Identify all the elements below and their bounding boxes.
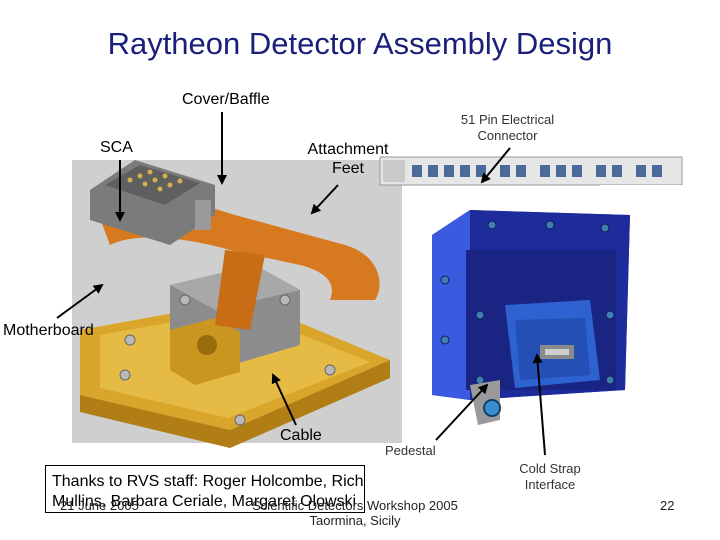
label-cold-strap-line1: Cold Strap: [519, 461, 581, 476]
acknowledgements-line1: Thanks to RVS staff: Roger Holcombe, Ric…: [52, 473, 364, 490]
cold-strap-render: [379, 156, 683, 455]
label-connector: 51 Pin Electrical Connector: [440, 112, 575, 144]
label-pedestal: Pedestal: [385, 443, 436, 458]
label-connector-line1: 51 Pin Electrical: [460, 112, 555, 127]
callout-arrows: [56, 112, 546, 456]
footer-workshop: Scientific Detectors Workshop 2005 Taorm…: [240, 498, 470, 528]
label-attachment-feet-line2: Feet: [331, 160, 364, 177]
footer-workshop-name: Scientific Detectors Workshop 2005: [252, 498, 458, 513]
acknowledgements-box: Thanks to RVS staff: Roger Holcombe, Ric…: [45, 465, 365, 513]
label-connector-line2: Connector: [477, 128, 538, 143]
detector-assembly-render: [72, 160, 402, 448]
slide-title: Raytheon Detector Assembly Design: [107, 26, 613, 61]
label-motherboard: Motherboard: [3, 322, 94, 339]
label-sca: SCA: [100, 139, 133, 156]
acknowledgements-line2: Mullins, Barbara Ceriale, Margaret Olows…: [52, 493, 357, 510]
footer-date: 21 June 2005: [60, 498, 139, 513]
label-cover-baffle: Cover/Baffle: [182, 91, 270, 108]
footer-location: Taormina, Sicily: [309, 513, 401, 528]
label-attachment-feet-line1: Attachment: [307, 141, 389, 158]
footer-page-number: 22: [660, 498, 675, 513]
label-cold-strap-line2: Interface: [524, 477, 576, 492]
label-cable: Cable: [280, 427, 322, 444]
label-attachment-feet: Attachment Feet: [296, 140, 400, 178]
label-cold-strap: Cold Strap Interface: [505, 461, 595, 493]
